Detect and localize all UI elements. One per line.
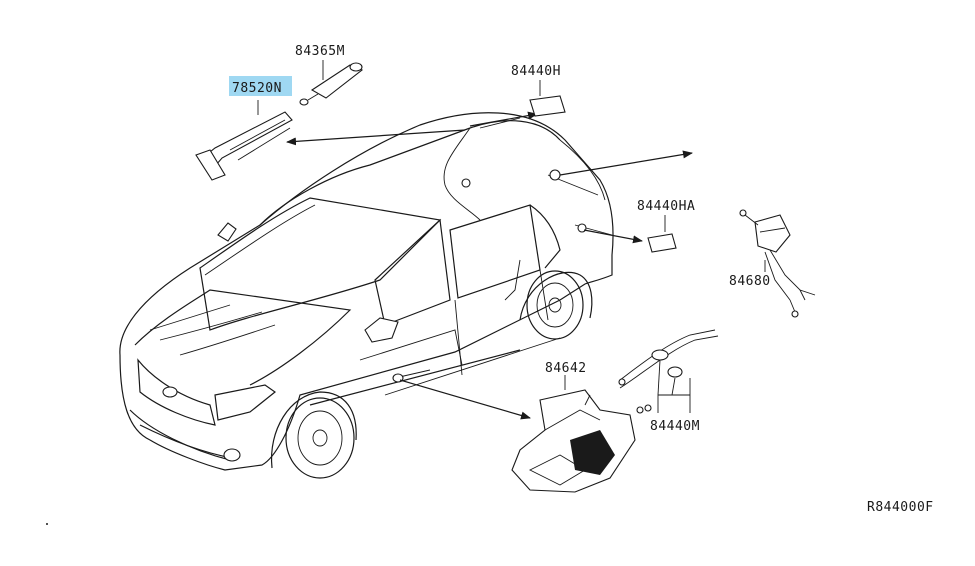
label-84642[interactable]: 84642 [545, 361, 587, 376]
arrow-to-78520N [286, 129, 466, 146]
arrow-to-84440HA [583, 229, 643, 244]
part-84680-illustration [739, 209, 816, 318]
diagram-code: R844000F [867, 500, 934, 515]
part-84642-illustration [511, 375, 644, 493]
arrow-to-84642 [399, 379, 531, 420]
part-84440H-illustration [529, 80, 566, 117]
label-84440HA[interactable]: 84440HA [637, 199, 695, 214]
vehicle-illustration [119, 112, 614, 479]
label-84680[interactable]: 84680 [729, 274, 771, 289]
arrow-to-84680 [559, 150, 693, 176]
part-84440HA-illustration [647, 215, 677, 253]
label-78520N-highlight [229, 76, 292, 96]
part-84365M-illustration [299, 60, 364, 106]
arrow-to-84440H [469, 111, 538, 127]
label-84440H[interactable]: 84440H [511, 64, 561, 79]
label-84440M[interactable]: 84440M [650, 419, 700, 434]
part-84440M-illustration [618, 329, 719, 413]
stray-dot [46, 523, 48, 525]
leader-arrows [286, 111, 693, 420]
part-78520N-illustration [195, 100, 293, 181]
label-78520N[interactable]: 78520N [232, 81, 282, 96]
label-84365M[interactable]: 84365M [295, 44, 345, 59]
